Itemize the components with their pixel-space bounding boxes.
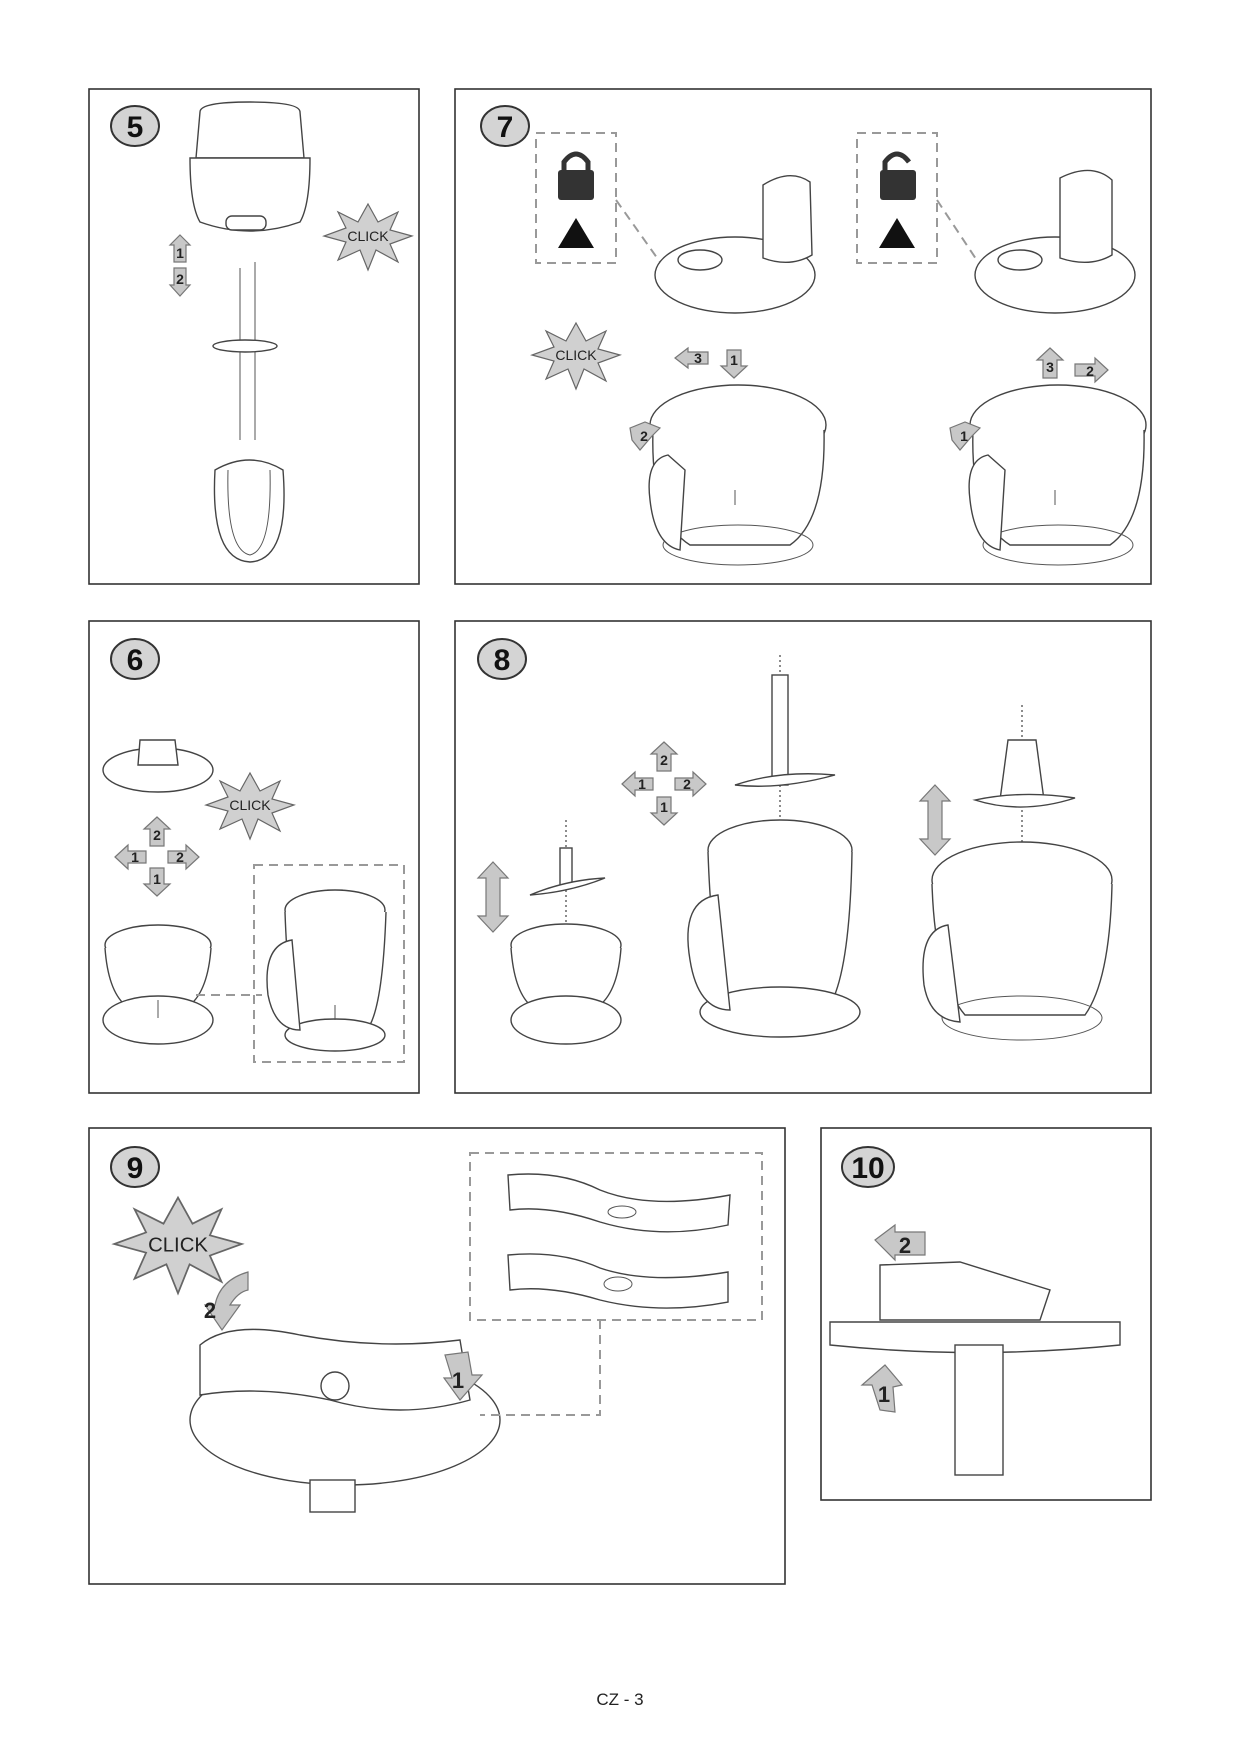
arrow-right-2: 2 [674, 770, 707, 798]
arrow-left-1: 1 [621, 770, 654, 798]
svg-text:2: 2 [660, 752, 668, 768]
svg-text:CLICK: CLICK [148, 1234, 208, 1256]
svg-text:CLICK: CLICK [347, 228, 389, 244]
double-arrow-updown [918, 784, 952, 856]
arrow-up-2: 2 [649, 741, 679, 772]
page-number: CZ - 3 [596, 1690, 644, 1709]
svg-text:3: 3 [694, 350, 702, 366]
arrow-down-1: 1 [719, 349, 749, 379]
arrow-right-2: 2 [1074, 356, 1109, 384]
lock-closed-icon [558, 151, 594, 200]
click-burst: CLICK [113, 1196, 243, 1295]
svg-text:1: 1 [730, 352, 738, 368]
svg-text:2: 2 [204, 1298, 216, 1323]
svg-text:6: 6 [127, 644, 144, 677]
step-badge: 7 [480, 105, 530, 147]
step-badge: 9 [110, 1146, 160, 1188]
bowl-illustration [648, 384, 827, 566]
panel-step-6: 6 CLICK 2 1 2 1 [88, 620, 420, 1094]
disc-underside-illustration [829, 1261, 1121, 1476]
lock-open-icon [880, 151, 916, 200]
small-bowl-illustration [102, 924, 214, 1045]
disc-illustration [189, 1328, 501, 1513]
step-badge: 6 [110, 638, 160, 680]
svg-text:CLICK: CLICK [555, 347, 597, 363]
arrow-down-1: 1 [649, 796, 679, 826]
svg-text:1: 1 [878, 1382, 890, 1407]
triangle-up-icon [879, 218, 915, 248]
click-burst: CLICK [323, 203, 413, 271]
jug-illustration [266, 889, 387, 1052]
arrow-right-2: 2 [167, 843, 200, 871]
svg-text:1: 1 [660, 799, 668, 815]
arrow-up-left-2: 2 [874, 1223, 926, 1262]
double-arrow-updown [476, 861, 510, 933]
curved-arrow-2: 2 [203, 1271, 249, 1332]
panel-step-8: 8 2 1 2 1 [454, 620, 1152, 1094]
bowl-illustration [922, 841, 1113, 1041]
svg-text:2: 2 [153, 827, 161, 843]
svg-text:CLICK: CLICK [229, 797, 271, 813]
svg-text:2: 2 [640, 428, 648, 444]
svg-text:2: 2 [176, 271, 184, 287]
panel-step-5: 5 1 2 CLICK [88, 88, 420, 585]
arrow-down-2: 2 [168, 267, 192, 297]
lid-illustration [102, 739, 214, 793]
whisk-illustration [212, 262, 285, 563]
arrow-diag-1: 1 [949, 421, 982, 451]
arrow-up-1: 1 [860, 1364, 904, 1413]
motor-unit-illustration [189, 101, 311, 232]
svg-text:9: 9 [127, 1152, 144, 1185]
curved-arrow-1: 1 [442, 1351, 484, 1401]
panel-step-10: 10 2 1 [820, 1127, 1152, 1501]
svg-text:2: 2 [1086, 363, 1094, 379]
svg-text:3: 3 [1046, 359, 1054, 375]
svg-text:1: 1 [153, 871, 161, 887]
svg-text:7: 7 [497, 111, 514, 144]
svg-text:2: 2 [899, 1233, 911, 1258]
small-bowl-illustration [510, 923, 622, 1045]
arrow-up-1: 1 [168, 234, 192, 263]
svg-text:1: 1 [176, 245, 184, 261]
bowl-illustration [968, 384, 1147, 566]
panel-step-7: 7 3 1 2 [454, 88, 1152, 585]
arrow-diag-2: 2 [629, 421, 662, 451]
grater-blade-illustration [507, 1173, 731, 1309]
svg-text:2: 2 [683, 776, 691, 792]
svg-text:5: 5 [127, 111, 144, 144]
arrow-up-3: 3 [1035, 347, 1065, 379]
small-blade-illustration [529, 820, 606, 1010]
step-badge: 10 [841, 1146, 895, 1188]
click-burst: CLICK [205, 772, 295, 840]
svg-text:10: 10 [851, 1152, 884, 1185]
arrow-left-1: 1 [114, 843, 147, 871]
triangle-up-icon [558, 218, 594, 248]
panel-step-9: 9 CLICK 2 1 [88, 1127, 786, 1585]
arrow-left-3: 3 [674, 346, 709, 370]
lid-illustration [974, 169, 1136, 314]
click-burst: CLICK [531, 322, 621, 390]
svg-text:1: 1 [131, 849, 139, 865]
lid-illustration [654, 175, 816, 314]
svg-text:1: 1 [452, 1368, 464, 1393]
svg-text:1: 1 [960, 428, 968, 444]
svg-text:2: 2 [176, 849, 184, 865]
step-badge: 8 [477, 638, 527, 680]
jug-illustration [687, 819, 861, 1038]
svg-text:8: 8 [494, 644, 511, 677]
large-blade-illustration [734, 655, 836, 1000]
arrow-down-1: 1 [142, 867, 172, 897]
arrow-up-2: 2 [142, 816, 172, 847]
svg-text:1: 1 [638, 776, 646, 792]
step-badge: 5 [110, 105, 160, 147]
